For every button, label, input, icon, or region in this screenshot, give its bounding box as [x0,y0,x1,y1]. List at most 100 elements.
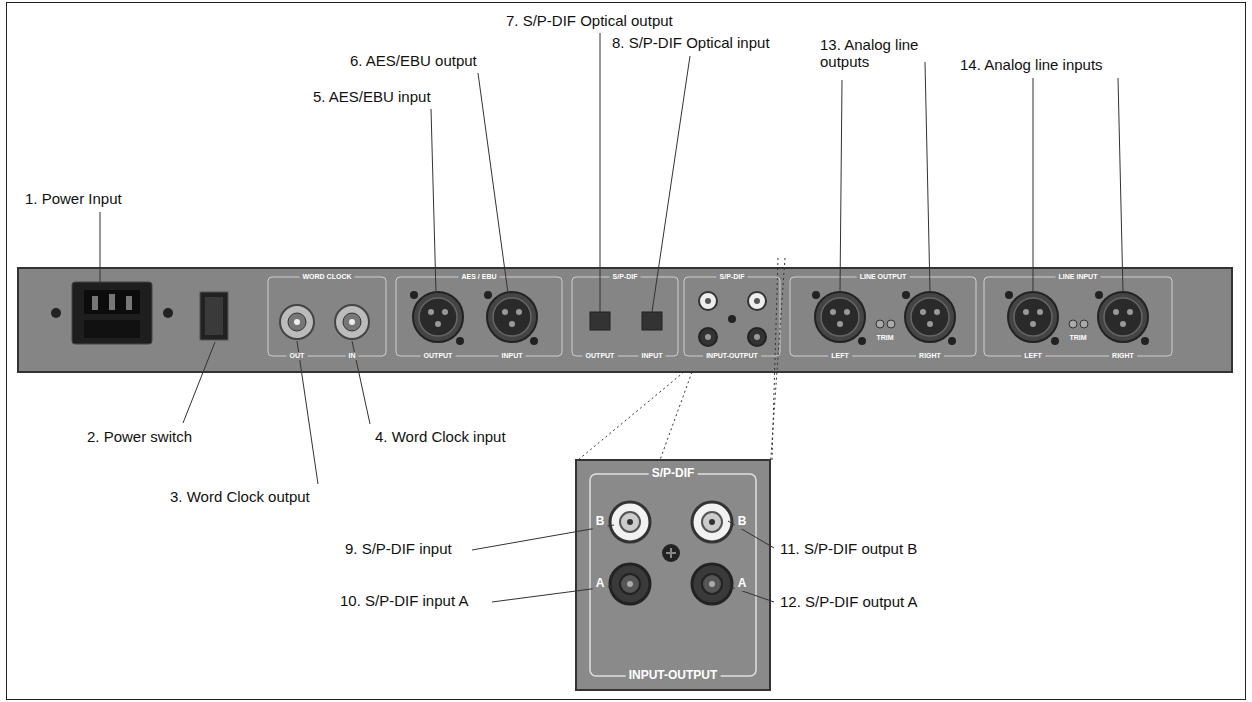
xlr-part [920,309,926,315]
callout-label: 1. Power Input [25,190,122,207]
xlr-part [1095,291,1103,299]
aes-section [396,277,562,356]
xlr-part [902,291,910,299]
line-input-section [984,277,1172,356]
xlr-part [1014,298,1052,336]
callout-label: 11. S/P-DIF output B [780,540,917,557]
inset-marking: B [735,515,750,529]
leader-lines [100,33,1123,602]
frame [7,3,1246,700]
xlr-part [1023,309,1029,315]
panel-marking: TRIM [1066,334,1089,342]
callout-label: 5. AES/EBU input [313,88,431,105]
zoom-lines [578,258,785,470]
xlr-part [905,292,955,342]
xlr-part [410,291,418,299]
word-clock-section [268,277,386,356]
bnc-connectors [280,305,369,339]
xlr-part [858,337,866,345]
xlr-part [830,309,836,315]
rca-connectors [699,292,766,346]
xlr-part [1120,321,1126,327]
panel-marking: OUTPUT [583,352,618,360]
callout-label: 2. Power switch [87,428,192,445]
xlr-part [844,309,850,315]
line-output-section [790,277,976,356]
inset-marking: A [735,577,750,591]
inset-marking: S/P-DIF [649,467,698,481]
xlr-part [442,309,448,315]
callout-label: 10. S/P-DIF input A [340,592,468,609]
xlr-part [516,309,522,315]
panel-marking: S/P-DIF [717,273,748,281]
xlr-part [530,337,538,345]
optical-ports [590,312,662,330]
xlr-part [1104,298,1142,336]
xlr-part [502,309,508,315]
panel-marking: AES / EBU [458,273,499,281]
panel-marking: WORD CLOCK [300,273,355,281]
panel-marking: S/P-DIF [610,273,641,281]
optical-section [572,277,678,356]
panel-marking: IN [346,352,359,360]
panel-marking: OUT [287,352,308,360]
xlr-part [419,298,457,336]
xlr-part [911,298,949,336]
panel-marking: LEFT [1021,352,1045,360]
panel-marking: INPUT [499,352,526,360]
xlr-part [821,298,859,336]
xlr-part [934,309,940,315]
panel-marking: TRIM [873,334,896,342]
inset-marking: B [593,515,608,529]
panel-marking: RIGHT [1109,352,1137,360]
callout-label: 4. Word Clock input [375,428,506,445]
xlr-part [509,321,515,327]
callout-label: 8. S/P-DIF Optical input [612,34,770,51]
xlr-part [815,292,865,342]
inset-marking: A [593,577,608,591]
xlr-part [812,291,820,299]
callout-label: 7. S/P-DIF Optical output [506,12,673,29]
spdif-inset [576,460,770,690]
callout-label: 12. S/P-DIF output A [780,593,918,610]
panel-marking: LEFT [828,352,852,360]
xlr-part [1005,291,1013,299]
rear-panel [18,268,1232,372]
callout-label: 6. AES/EBU output [350,52,477,69]
xlr-part [1037,309,1043,315]
power-inlet [51,282,173,344]
xlr-part [487,292,537,342]
xlr-part [484,291,492,299]
xlr-part [1127,309,1133,315]
xlr-part [1030,321,1036,327]
xlr-part [413,292,463,342]
panel-marking: OUTPUT [421,352,456,360]
inset-marking: INPUT-OUTPUT [626,669,721,683]
xlr-part [1098,292,1148,342]
xlr-part [428,309,434,315]
trim-pots [876,320,1088,328]
panel-marking: INPUT-OUTPUT [703,352,761,360]
xlr-part [1113,309,1119,315]
callout-label: 13. Analog line outputs [820,36,945,71]
xlr-part [435,321,441,327]
panel-marking: RIGHT [916,352,944,360]
panel-marking: LINE OUTPUT [857,273,910,281]
callout-label: 9. S/P-DIF input [345,540,452,557]
xlr-part [1051,337,1059,345]
power-switch [200,292,228,340]
xlr-connectors [410,291,1149,345]
xlr-part [837,321,843,327]
panel-marking: LINE INPUT [1056,273,1101,281]
xlr-part [1141,337,1149,345]
xlr-part [927,321,933,327]
xlr-part [493,298,531,336]
callout-label: 14. Analog line inputs [960,56,1103,73]
callout-label: 3. Word Clock output [170,488,310,505]
xlr-part [948,337,956,345]
xlr-part [1008,292,1058,342]
rca-section [684,277,780,356]
panel-marking: INPUT [639,352,666,360]
xlr-part [456,337,464,345]
